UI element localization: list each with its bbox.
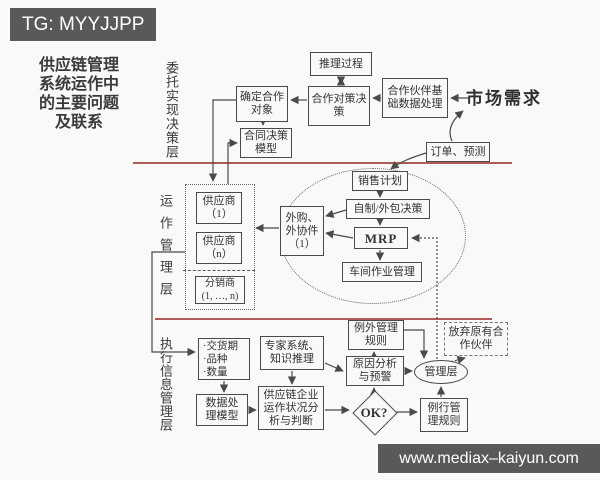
layer-label-decision: 委托实现决策层	[164, 61, 179, 159]
node-make-or-outsource: 自制/外包决策	[346, 199, 430, 219]
node-mrp: MRP	[354, 227, 408, 249]
supplier-distributor-divider	[183, 270, 255, 271]
layer-divider-operation-execution	[155, 318, 492, 320]
arrow-expert-cause	[324, 362, 344, 372]
arrow-mrp-outsourced	[325, 230, 354, 239]
arrow-management-mrp-feedback	[411, 233, 438, 359]
node-status-analysis: 供应链企业 运作状况分 析与判断	[258, 386, 324, 430]
node-supplier-n: 供应商 （n）	[196, 232, 242, 264]
arrow-suppliers-delivery	[151, 251, 196, 357]
node-market-demand: 市场需求	[466, 89, 542, 108]
watermark-url: www.mediax–kaiyun.com	[378, 444, 600, 473]
node-supplier-1: 供应商 （1）	[196, 192, 242, 224]
ok-decision-label: OK?	[360, 405, 388, 420]
supplier-group-container	[185, 184, 255, 310]
node-cause-analysis: 原因分析 与预警	[346, 356, 404, 386]
arrow-orders-salesplan	[390, 152, 427, 170]
node-coop-strategy-decision: 合作对策决 策	[308, 86, 370, 126]
arrow-selectpartner-suppliers	[208, 99, 236, 182]
layer-divider-decision-operation	[133, 162, 512, 164]
node-sales-plan: 销售计划	[352, 171, 408, 191]
node-expert-system: 专家系统、 知识推理	[260, 336, 324, 370]
arrow-orders-market	[449, 110, 464, 142]
node-partner-data-processing: 合作伙伴基 础数据处理	[382, 78, 448, 118]
node-select-partner: 确定合作 对象	[236, 86, 288, 122]
tg-badge: TG: MYYJJPP	[10, 8, 156, 41]
node-distributor: 分销商 (1, …, n)	[195, 276, 245, 304]
node-exception-rules: 例外管理 规则	[348, 320, 404, 350]
node-data-processing-model: 数据处 理模型	[196, 394, 248, 426]
node-routine-rules: 例行管 理规则	[420, 398, 468, 432]
arrow-makebuy-outsourced	[325, 209, 347, 218]
node-abandon-partner: 放弃原有合 作伙伴	[444, 322, 508, 356]
node-management: 管理层	[414, 360, 468, 384]
figure-title: 供应链管理 系统运作中 的主要问题 及联系	[38, 57, 119, 131]
node-shopfloor-mgmt: 车间作业管理	[342, 262, 422, 282]
node-reasoning-process: 推理过程	[310, 52, 372, 76]
arrow-suppliers-contract	[227, 138, 238, 184]
node-delivery-specs: ·交货期 ·品种 ·数量	[198, 338, 250, 380]
node-outsourced-parts: 外购、 外协件 （1）	[280, 206, 324, 256]
arrow-exception-management	[404, 329, 429, 359]
layer-label-execution: 执行信息管理层	[158, 337, 173, 432]
layer-label-operation: 运作管理层	[158, 194, 173, 304]
node-orders-forecast: 订单、预测	[426, 142, 490, 162]
node-contract-decision-model: 合同决策 模型	[240, 128, 292, 158]
